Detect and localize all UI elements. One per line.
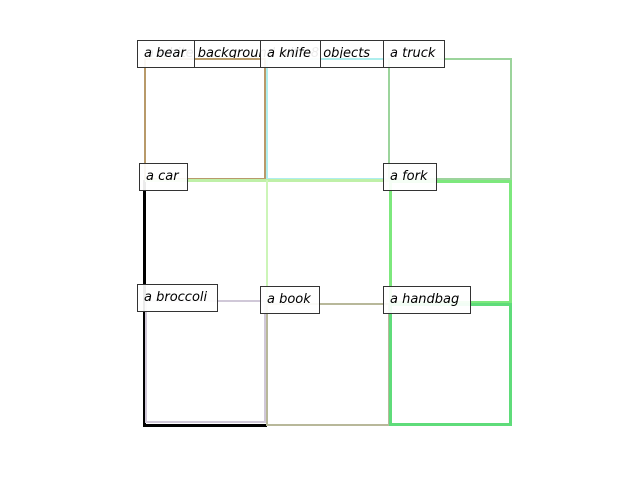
handbag-box bbox=[389, 303, 512, 426]
bear-label: a bear bbox=[137, 40, 195, 68]
book-label-text: a book bbox=[267, 292, 311, 307]
book-box bbox=[266, 303, 390, 426]
truck-label: a truck bbox=[383, 40, 445, 68]
bear-label-text: a bear bbox=[144, 46, 186, 61]
car-label-text: a car bbox=[146, 169, 179, 184]
knife-box bbox=[266, 58, 390, 180]
broccoli-label-text: a broccoli bbox=[144, 290, 208, 305]
bear-box bbox=[144, 58, 266, 180]
truck-box bbox=[388, 58, 512, 180]
book-label: a book bbox=[260, 286, 320, 314]
broccoli-box bbox=[145, 300, 266, 423]
car-label: a car bbox=[139, 163, 188, 191]
broccoli-label: a broccoli bbox=[137, 284, 218, 312]
center-cell bbox=[266, 180, 390, 304]
truck-label-text: a truck bbox=[390, 46, 436, 61]
handbag-label: a handbag bbox=[383, 286, 471, 314]
knife-label-text: a knife bbox=[267, 46, 312, 61]
fork-label-text: a fork bbox=[390, 169, 428, 184]
handbag-label-text: a handbag bbox=[390, 292, 460, 307]
fork-label: a fork bbox=[383, 163, 437, 191]
knife-label: a knife bbox=[260, 40, 321, 68]
